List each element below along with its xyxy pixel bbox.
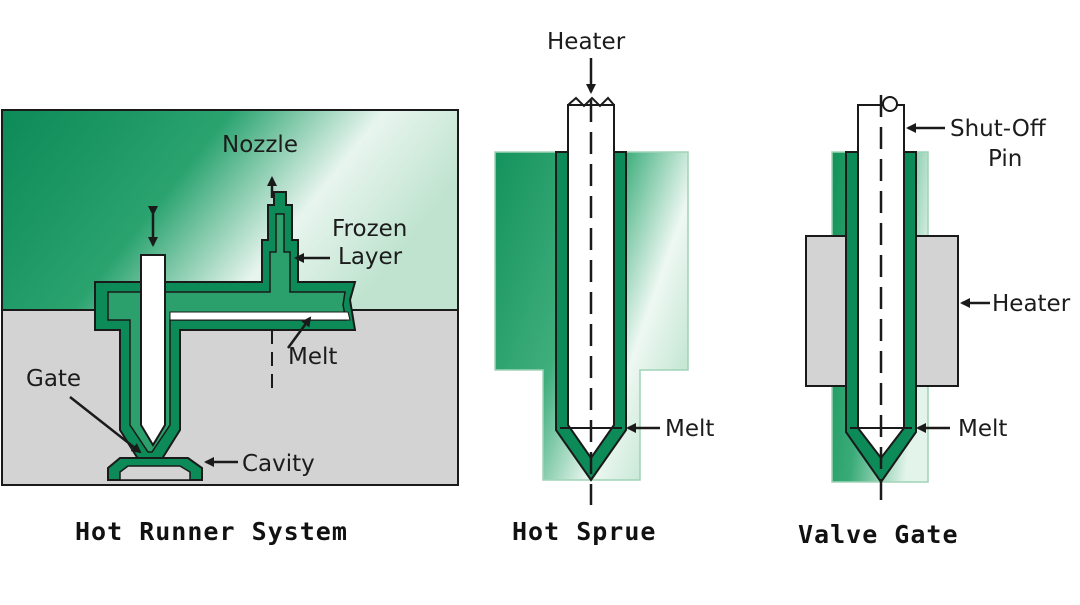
hot-runner-caption: Hot Runner System: [75, 517, 348, 546]
valve-gate-pin: [857, 104, 905, 460]
hot-runner-probe: [140, 254, 166, 447]
cavity-label: Cavity: [242, 451, 315, 477]
gate-label: Gate: [26, 366, 81, 392]
shutoff-label-line2: Pin: [988, 146, 1022, 172]
melt-leader: [286, 316, 312, 349]
frozen-label-line2: Layer: [338, 244, 403, 270]
hot-runner-diagram: Nozzle Frozen Layer Melt Gate Cavity Hot…: [1, 109, 459, 546]
hot-sprue-heater-label: Heater: [547, 29, 626, 55]
hot-runner-cavity-inner: [119, 465, 191, 481]
hot-runner-melt-label: Melt: [288, 344, 337, 370]
valve-gate-caption: Valve Gate: [798, 520, 959, 549]
valve-gate-pin-head: [882, 96, 898, 112]
valve-melt-label: Melt: [958, 416, 1007, 442]
hot-runner-top-plate: [1, 109, 459, 311]
hot-runner-melt-band: [169, 311, 351, 321]
hot-sprue-melt-label: Melt: [665, 416, 714, 442]
hot-runner-bottom-plate: [1, 309, 459, 486]
valve-gate-diagram: Shut-Off Pin Heater Melt Valve Gate: [798, 95, 1071, 549]
hot-sprue-diagram: Heater Melt Hot Sprue: [494, 29, 714, 546]
shutoff-label-line1: Shut-Off: [950, 116, 1047, 142]
valve-heater-label: Heater: [992, 291, 1071, 317]
gate-leader: [69, 396, 142, 454]
hot-sprue-cut: [567, 96, 615, 108]
hot-runner-melt-core: [107, 213, 347, 453]
nozzle-label: Nozzle: [222, 132, 298, 158]
frozen-label-line1: Frozen: [332, 216, 407, 242]
hot-sprue-caption: Hot Sprue: [512, 517, 656, 546]
